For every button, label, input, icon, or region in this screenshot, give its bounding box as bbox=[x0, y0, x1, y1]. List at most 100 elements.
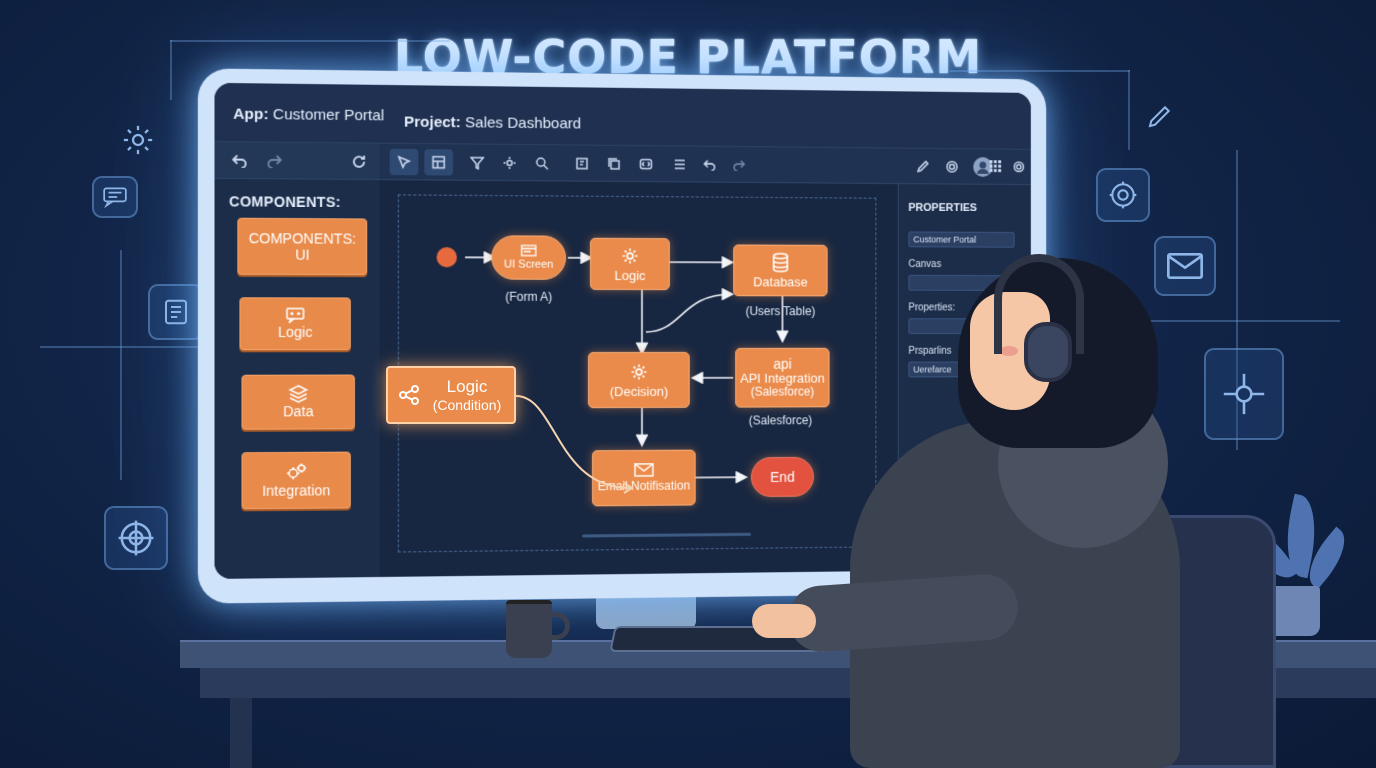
zoom-tool-button[interactable] bbox=[528, 150, 556, 176]
flow-node-ui-screen-caption: (Form A) bbox=[491, 290, 566, 304]
document-tile bbox=[148, 284, 204, 340]
redo-icon bbox=[266, 154, 283, 168]
mail-tile bbox=[1154, 236, 1216, 296]
database-icon bbox=[772, 252, 790, 272]
code-tool-button[interactable] bbox=[632, 151, 660, 177]
history-toolbar bbox=[215, 142, 380, 180]
chat-icon bbox=[102, 186, 128, 208]
project-value[interactable]: Sales Dashboard bbox=[465, 114, 581, 132]
copy-tool-button[interactable] bbox=[600, 151, 628, 177]
undo-button[interactable] bbox=[225, 147, 254, 174]
app-header: App: Customer Portal Project: Sales Dash… bbox=[215, 83, 1031, 150]
floating-logic-text: Logic (Condition) bbox=[420, 376, 514, 415]
list-tool-button[interactable] bbox=[666, 151, 694, 177]
circuit-line bbox=[1140, 320, 1340, 322]
document-icon bbox=[161, 297, 191, 327]
flow-node-ui-screen-label: UI Screen bbox=[504, 259, 553, 271]
properties-third-label: Prsparlins bbox=[908, 346, 951, 357]
circuit-line bbox=[170, 40, 172, 100]
flow-node-ui-screen[interactable]: UI Screen bbox=[491, 235, 566, 280]
gear-tile bbox=[1096, 168, 1150, 222]
flow-node-logic[interactable]: Logic bbox=[590, 238, 670, 290]
network-icon bbox=[1222, 372, 1266, 416]
redo-button[interactable] bbox=[260, 148, 289, 175]
flow-node-logic-label: Logic bbox=[614, 267, 645, 282]
gear-icon bbox=[620, 245, 640, 265]
app-label: App: bbox=[233, 106, 268, 124]
settings-button[interactable] bbox=[938, 154, 965, 180]
floating-logic-node[interactable]: Logic (Condition) bbox=[386, 366, 516, 424]
edit-icon bbox=[916, 160, 930, 174]
component-integration-button[interactable]: Integration bbox=[242, 452, 351, 510]
component-ui-sublabel: UI bbox=[295, 247, 309, 263]
component-data-button[interactable]: Data bbox=[242, 375, 355, 430]
component-ui-label: COMPONENTS: bbox=[249, 230, 356, 247]
project-label: Project: bbox=[404, 114, 461, 132]
properties-title: PROPERTIES bbox=[908, 202, 977, 214]
flow-node-end-label: End bbox=[770, 469, 794, 485]
component-logic-button[interactable]: Logic bbox=[239, 297, 350, 350]
edit-tile bbox=[1140, 96, 1180, 136]
settings-icon bbox=[502, 156, 516, 170]
target-tile bbox=[104, 506, 168, 570]
components-title: COMPONENTS: bbox=[229, 193, 341, 210]
app-name: App: Customer Portal bbox=[233, 106, 384, 125]
circuit-line bbox=[950, 70, 1130, 72]
zoom-icon bbox=[535, 156, 549, 170]
select-tool-button[interactable] bbox=[390, 149, 419, 176]
canvas-redo-button[interactable] bbox=[725, 152, 753, 178]
panel-settings-button[interactable] bbox=[1005, 153, 1031, 179]
floating-logic-title: Logic bbox=[420, 376, 514, 397]
message-tile bbox=[92, 176, 138, 218]
copy-icon bbox=[607, 157, 621, 171]
flow-node-end[interactable]: End bbox=[751, 457, 814, 497]
gears-icon bbox=[284, 462, 309, 483]
component-ui-button[interactable]: COMPONENTS: UI bbox=[237, 218, 367, 275]
component-logic-label: Logic bbox=[278, 324, 313, 340]
network-tile bbox=[1204, 348, 1284, 440]
flow-node-database-caption: (Users Table) bbox=[731, 304, 829, 318]
layout-icon bbox=[432, 155, 446, 169]
flow-node-api-top-label: api bbox=[773, 356, 791, 371]
refresh-button[interactable] bbox=[345, 148, 374, 175]
window-icon bbox=[521, 244, 537, 256]
floating-node-connector bbox=[516, 392, 636, 502]
desk-leg bbox=[230, 698, 252, 768]
properties-properties-label: Properties: bbox=[908, 302, 955, 313]
circuit-line bbox=[40, 346, 210, 348]
text-tool-button[interactable] bbox=[568, 150, 596, 176]
target-icon bbox=[117, 519, 155, 557]
gear-icon bbox=[121, 123, 155, 157]
circuit-line bbox=[170, 40, 450, 42]
flow-node-database[interactable]: Database bbox=[733, 244, 827, 296]
layers-icon bbox=[288, 385, 309, 403]
component-integration-label: Integration bbox=[262, 482, 330, 499]
mail-icon bbox=[1165, 251, 1205, 281]
grid-icon bbox=[990, 160, 1002, 172]
floating-logic-subtitle: (Condition) bbox=[420, 397, 514, 415]
filter-tool-button[interactable] bbox=[463, 149, 491, 175]
edit-button[interactable] bbox=[909, 154, 936, 180]
envelope-icon bbox=[634, 463, 654, 477]
settings-tool-button[interactable] bbox=[495, 150, 523, 176]
layout-tool-button[interactable] bbox=[424, 149, 452, 175]
properties-name-field[interactable]: Customer Portal bbox=[908, 231, 1014, 247]
app-value[interactable]: Customer Portal bbox=[273, 106, 384, 124]
headphones-earcup bbox=[1024, 322, 1072, 382]
select-cursor-icon bbox=[397, 155, 411, 169]
share-icon bbox=[398, 384, 420, 406]
refresh-icon bbox=[351, 153, 367, 169]
component-data-label: Data bbox=[283, 403, 313, 419]
gear-icon bbox=[1012, 160, 1024, 173]
start-node bbox=[437, 247, 457, 267]
flow-node-database-label: Database bbox=[753, 274, 808, 289]
circuit-line bbox=[1128, 70, 1130, 150]
gear-icon bbox=[629, 361, 649, 381]
canvas-undo-button[interactable] bbox=[696, 152, 724, 178]
coffee-mug bbox=[506, 600, 552, 658]
person-hand bbox=[752, 604, 816, 638]
chat-code-icon bbox=[285, 308, 306, 324]
gear-icon bbox=[945, 160, 959, 174]
flow-node-api[interactable]: api API Integration (Salesforce) bbox=[735, 348, 829, 408]
settings-tile bbox=[112, 116, 164, 164]
